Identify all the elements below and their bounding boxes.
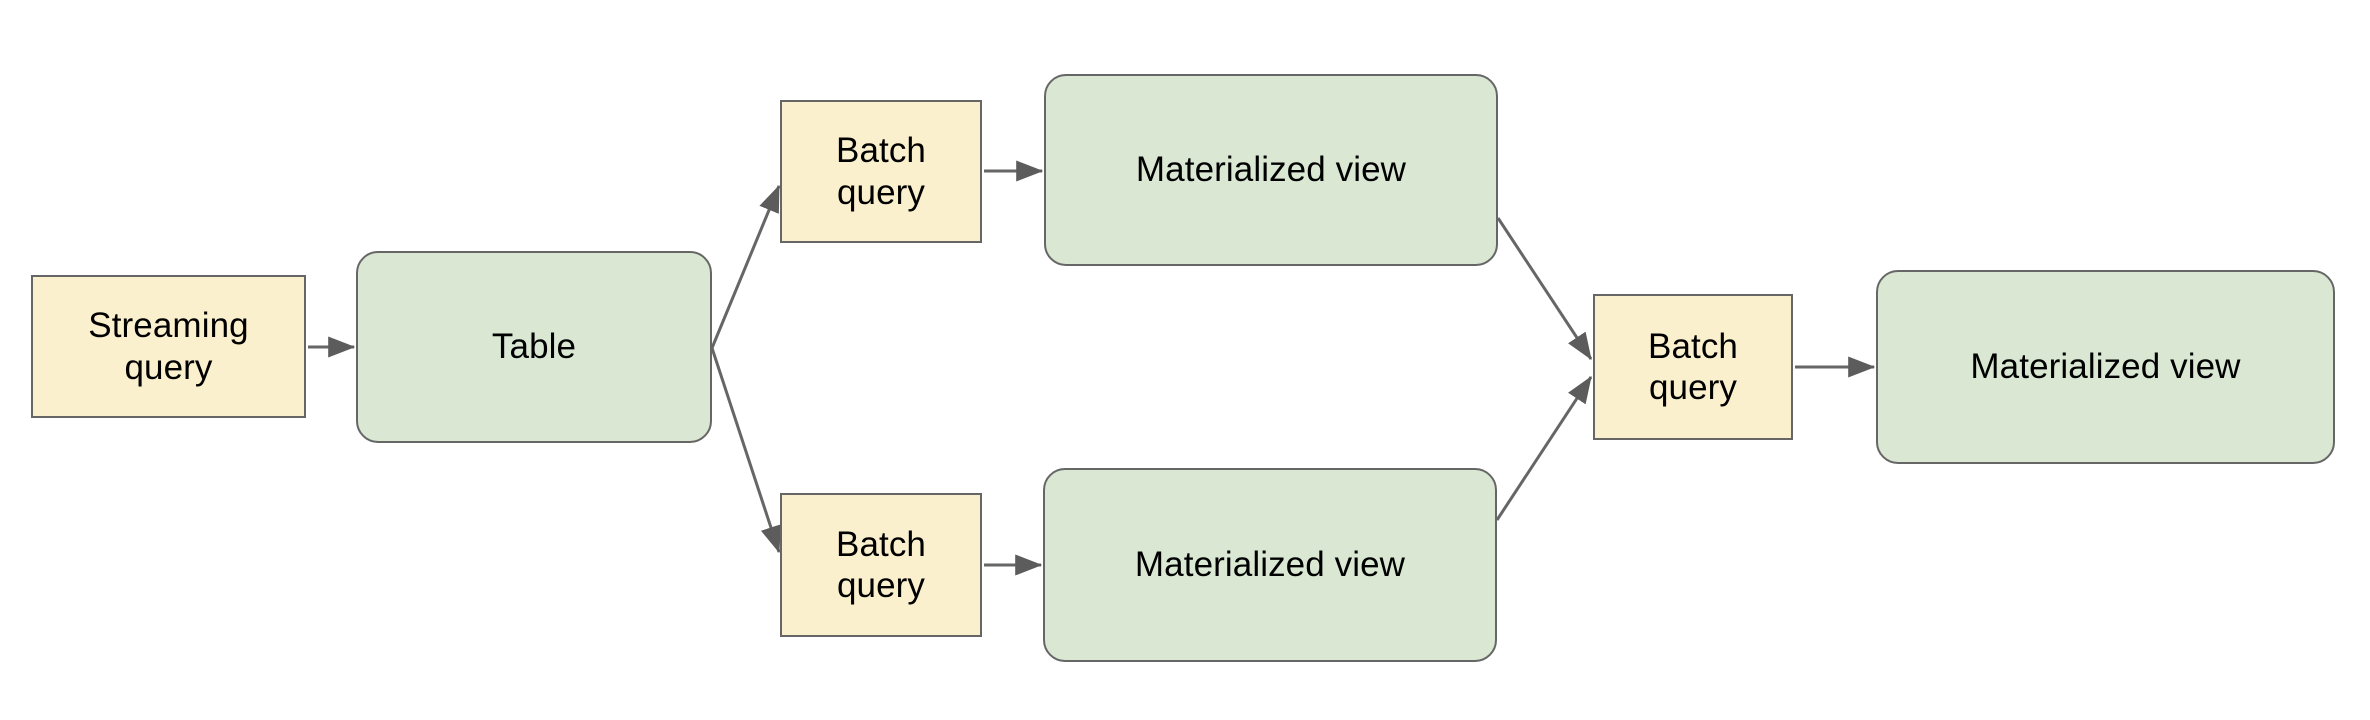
node-materialized-view-top[interactable]: Materialized view	[1044, 74, 1498, 266]
node-table[interactable]: Table	[356, 251, 712, 443]
edge-e3	[710, 347, 781, 554]
node-materialized-view-bottom[interactable]: Materialized view	[1043, 468, 1497, 662]
node-label: Materialized view	[1134, 545, 1406, 585]
node-label: Table	[491, 327, 577, 367]
edge-e6	[1496, 217, 1593, 361]
node-label: Batch query	[1648, 326, 1738, 407]
node-label: Batch query	[836, 524, 926, 605]
node-label: Materialized view	[1135, 150, 1407, 190]
edge-e2	[710, 184, 781, 349]
node-batch-query-join[interactable]: Batch query	[1593, 294, 1793, 440]
edge-e7	[1495, 375, 1593, 521]
node-batch-query-bottom[interactable]: Batch query	[780, 493, 982, 637]
node-batch-query-top[interactable]: Batch query	[780, 100, 982, 243]
node-materialized-view-final[interactable]: Materialized view	[1876, 270, 2335, 464]
node-label: Streaming query	[88, 306, 249, 387]
node-label: Batch query	[836, 131, 926, 212]
node-label: Materialized view	[1970, 347, 2241, 387]
node-streaming-query[interactable]: Streaming query	[31, 275, 306, 418]
